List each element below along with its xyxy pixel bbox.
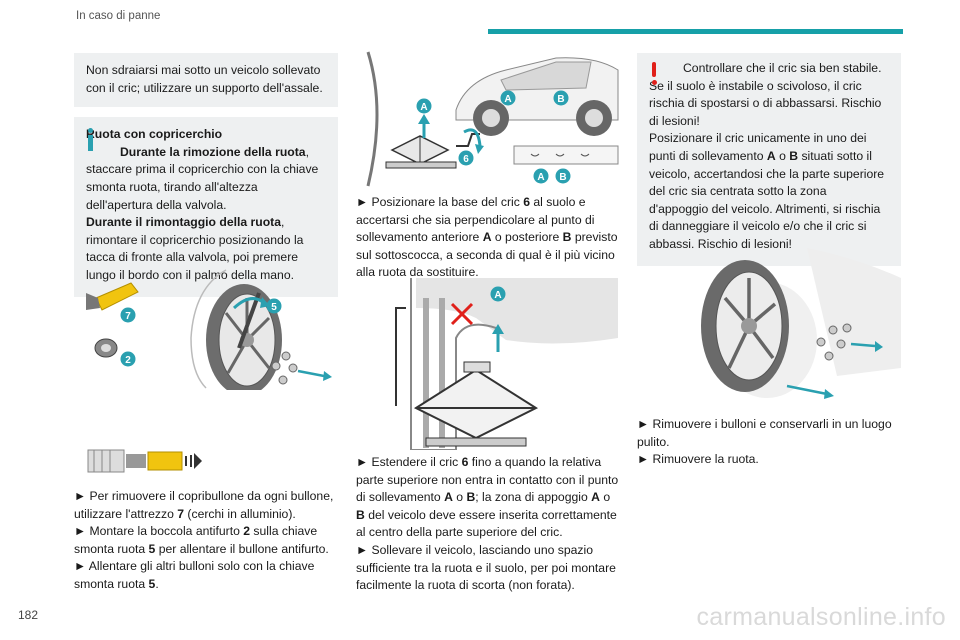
page-number: 182: [18, 608, 39, 622]
header-accent-bar: [488, 29, 903, 34]
middle-instructions-top: ► Posizionare la base del cric 6 al suol…: [356, 194, 620, 282]
right-column: Controllare che il cric sia ben stabile.…: [637, 53, 901, 266]
fig-label-5: 5: [271, 302, 277, 313]
info-subtitle-removal: Durante la rimozione della ruota: [120, 144, 306, 159]
instruction-raise-vehicle: ► Sollevare il veicolo, lasciando uno sp…: [356, 542, 616, 593]
info-box-hubcap: Ruota con copricerchio Durante la rimozi…: [74, 117, 338, 297]
left-instructions: ► Per rimuovere il copribullone da ogni …: [74, 488, 340, 594]
fig-label-b-under: B: [559, 172, 566, 183]
fig-label-a-front: A: [420, 102, 427, 113]
info-subtitle-refit: Durante il rimontaggio della ruota: [86, 215, 282, 230]
instruction-remove-nuts: ► Rimuovere i bulloni e conservarli in u…: [637, 417, 892, 449]
middle-instructions-bottom: ► Estendere il cric 6 fino a quando la r…: [356, 454, 620, 595]
wheel-removal-illustration: [701, 248, 901, 399]
instruction-loosen-nuts: ► Allentare gli altri bulloni solo con l…: [74, 559, 315, 591]
info-title: Ruota con copricerchio: [86, 127, 223, 142]
cap-tool-detail-illustration: [87, 449, 202, 473]
warning-icon: [652, 62, 657, 85]
left-column: Non sdraiarsi mai sotto un veicolo solle…: [74, 53, 338, 297]
wheel-nut-removal-illustration: 7 5 2: [86, 269, 332, 390]
safety-note-text: Non sdraiarsi mai sotto un veicolo solle…: [86, 63, 323, 95]
instruction-remove-wheel: ► Rimuovere la ruota.: [637, 452, 759, 467]
fig-label-a-under: A: [537, 172, 544, 183]
fig-label-7: 7: [125, 311, 131, 322]
fig-label-2: 2: [125, 355, 131, 366]
watermark: carmanualsonline.info: [696, 603, 946, 631]
fig-label-b-car: B: [557, 94, 564, 105]
jack-extension-illustration: A: [356, 278, 618, 450]
info-text-removal: , staccare prima il copricerchio con la …: [86, 144, 319, 212]
instruction-extend-jack: ► Estendere il cric 6 fino a quando la r…: [356, 455, 619, 540]
warning-text-stability: Controllare che il cric sia ben stabile.…: [649, 61, 882, 128]
fig-label-a-car: A: [504, 94, 511, 105]
instruction-remove-caps: ► Per rimuovere il copribullone da ogni …: [74, 489, 334, 521]
fig-label-6: 6: [463, 154, 469, 165]
instruction-antitheft-socket: ► Montare la boccola antifurto 2 sulla c…: [74, 524, 329, 556]
warning-text-lift-points: Posizionare il cric unicamente in uno de…: [649, 131, 885, 251]
page-header-title: In caso di panne: [76, 10, 161, 22]
info-text-refit: , rimontare il copricerchio posizionando…: [86, 215, 304, 282]
instruction-position-jack: ► Posizionare la base del cric 6 al suol…: [356, 195, 618, 280]
safety-note: Non sdraiarsi mai sotto un veicolo solle…: [74, 53, 338, 108]
fig2-label-a: A: [494, 290, 501, 301]
right-instructions: ► Rimuovere i bulloni e conservarli in u…: [637, 416, 901, 469]
info-icon: [88, 128, 93, 152]
warning-box-jack: Controllare che il cric sia ben stabile.…: [637, 53, 901, 266]
jack-position-illustration: A A B 6 A B: [366, 51, 619, 187]
